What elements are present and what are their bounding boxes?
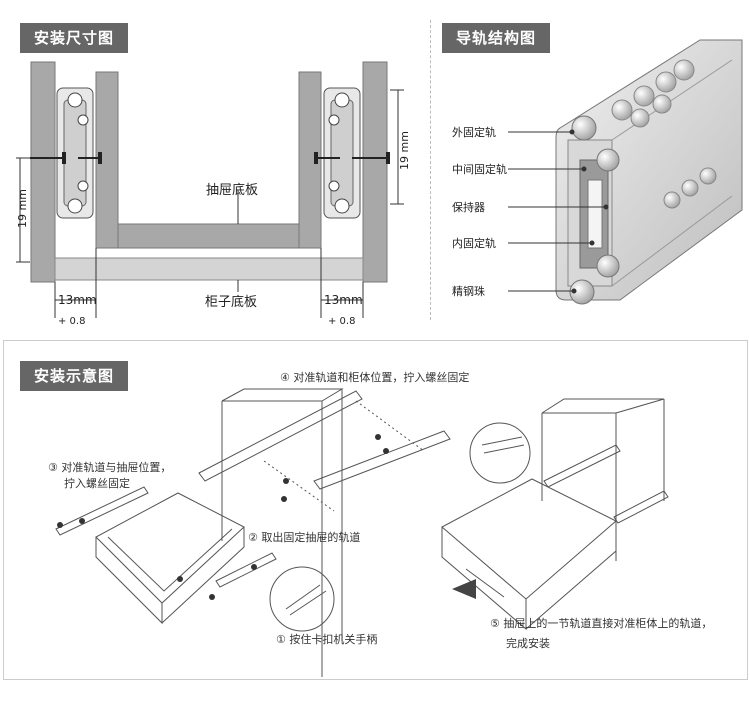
step4-text: ④ 对准轨道和柜体位置，拧入螺丝固定: [280, 370, 469, 384]
right-rail-assembly: [323, 87, 361, 219]
left-height-label: 19 mm: [16, 189, 29, 228]
label-steel-ball: 精钢珠: [452, 284, 485, 298]
rail-structure-panel: 外固定轨 中间固定轨 保持器 内固定轨 精钢珠 导轨结构图: [432, 0, 750, 330]
install-dimension-panel: 19 mm 19 mm 抽屉底板 柜子底板 13mm + 0.8 13mm + …: [0, 0, 420, 330]
cabinet-bottom-label: 柜子底板: [205, 294, 257, 310]
left-rail-assembly: [56, 87, 94, 219]
left-drawer-wall: [95, 71, 119, 249]
drawer-right: [441, 478, 617, 600]
right-height-label: 19 mm: [398, 131, 411, 170]
install-steps-drawing: ③ 对准轨道与抽屉位置， 拧入螺丝固定 ④ 对准轨道和柜体位置，拧入螺丝固定 ②…: [48, 370, 712, 677]
step3-text-line1: ③ 对准轨道与抽屉位置，: [48, 460, 171, 474]
install-steps-title: 安装示意图: [20, 361, 129, 391]
cabinet-left: [221, 388, 344, 677]
step1-text: ① 按住卡扣机关手柄: [276, 632, 377, 646]
left-cabinet-wall: [30, 61, 56, 283]
install-steps-panel: ③ 对准轨道与抽屉位置， 拧入螺丝固定 ④ 对准轨道和柜体位置，拧入螺丝固定 ②…: [3, 340, 748, 680]
step3-text-line2: 拧入螺丝固定: [64, 476, 130, 490]
push-arrow-icon: [452, 579, 476, 599]
install-dimension-title: 安装尺寸图: [20, 23, 129, 53]
install-dimension-drawing: 19 mm 19 mm 抽屉底板 柜子底板 13mm + 0.8 13mm + …: [16, 61, 411, 327]
drawer-bottom-board: [117, 223, 300, 249]
panel-divider: [430, 20, 431, 320]
step5-text-line1: ⑤ 抽屉上的一节轨道直接对准柜体上的轨道，: [490, 616, 712, 630]
label-inner-rail: 内固定轨: [452, 236, 496, 250]
right-drawer-wall: [298, 71, 322, 249]
right-cabinet-wall: [362, 61, 388, 283]
left-gap-label: 13mm: [58, 293, 97, 307]
right-tolerance-label: + 0.8: [328, 316, 355, 327]
left-tolerance-label: + 0.8: [58, 316, 85, 327]
drawer-bottom-label: 抽屉底板: [206, 182, 258, 198]
right-gap-label: 13mm: [324, 293, 363, 307]
step2-text: ② 取出固定抽屉的轨道: [248, 530, 360, 544]
label-retainer: 保持器: [452, 200, 485, 214]
rail-structure-title: 导轨结构图: [442, 23, 551, 53]
cabinet-bottom-board: [54, 257, 364, 281]
step5-text-line2: 完成安装: [506, 636, 550, 650]
label-middle-rail: 中间固定轨: [452, 162, 507, 176]
cabinet-right: [541, 398, 665, 561]
label-outer-rail: 外固定轨: [452, 125, 496, 139]
rail-structure-drawing: 外固定轨 中间固定轨 保持器 内固定轨 精钢珠: [452, 39, 743, 305]
steel-balls: [569, 59, 717, 305]
